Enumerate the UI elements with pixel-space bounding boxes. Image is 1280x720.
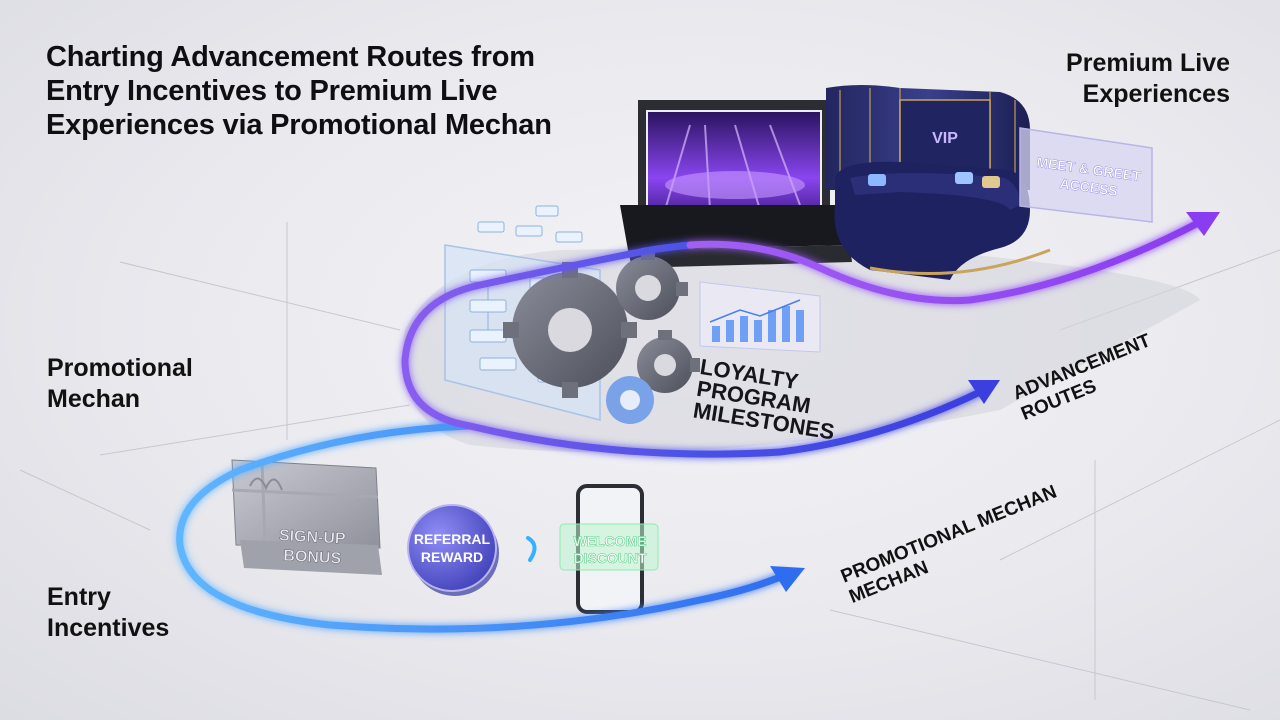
premium-label-line2: Experiences: [1082, 80, 1230, 108]
referral-coin: REFERRAL REWARD: [407, 504, 499, 596]
concert-stage-illustration: [620, 100, 852, 268]
referral-line1: REFERRAL: [414, 531, 491, 547]
page-title: Charting Advancement Routes from Entry I…: [46, 41, 552, 141]
gears-illustration: [503, 248, 700, 424]
promotional-mechan-label: Promotional Mechan: [47, 353, 267, 415]
premium-path: [686, 218, 1204, 305]
transfer-arrow-icon: [526, 536, 537, 562]
promo-path: [401, 241, 984, 458]
advancement-paths: [176, 218, 1204, 633]
advancement-arrowhead-icon: [968, 380, 1000, 404]
signup-line2: BONUS: [283, 548, 342, 568]
entry-incentives-label: Entry Incentives: [47, 582, 247, 644]
phone-welcome-discount: WELCOME DISCOUNT: [559, 484, 659, 614]
referral-line2: REWARD: [421, 549, 483, 565]
welcome-line2: DISCOUNT: [573, 550, 647, 566]
gift-card: SIGN-UP BONUS: [231, 459, 382, 575]
entry-label-line2: Incentives: [47, 614, 170, 642]
entry-label-line1: Entry: [47, 583, 111, 611]
welcome-line1: WELCOME: [573, 533, 646, 549]
promo-label-line2: Mechan: [47, 385, 141, 413]
premium-label-line1: Premium Live: [1066, 49, 1230, 77]
promo-label-line1: Promotional: [47, 354, 193, 382]
entry-arrowhead-icon: [770, 566, 805, 592]
vip-lounge-illustration: VIP: [826, 85, 1051, 280]
premium-experiences-label: Premium Live Experiences: [970, 48, 1230, 110]
meet-greet-card: MEET & GREET ACCESS: [1019, 127, 1153, 223]
signup-line1: SIGN-UP: [279, 527, 347, 547]
premium-arrowhead-icon: [1186, 212, 1220, 236]
bar-chart-card: [699, 281, 821, 353]
vip-sign: VIP: [932, 130, 958, 147]
path-arrowheads: [770, 212, 1220, 592]
entry-path: [176, 422, 789, 633]
